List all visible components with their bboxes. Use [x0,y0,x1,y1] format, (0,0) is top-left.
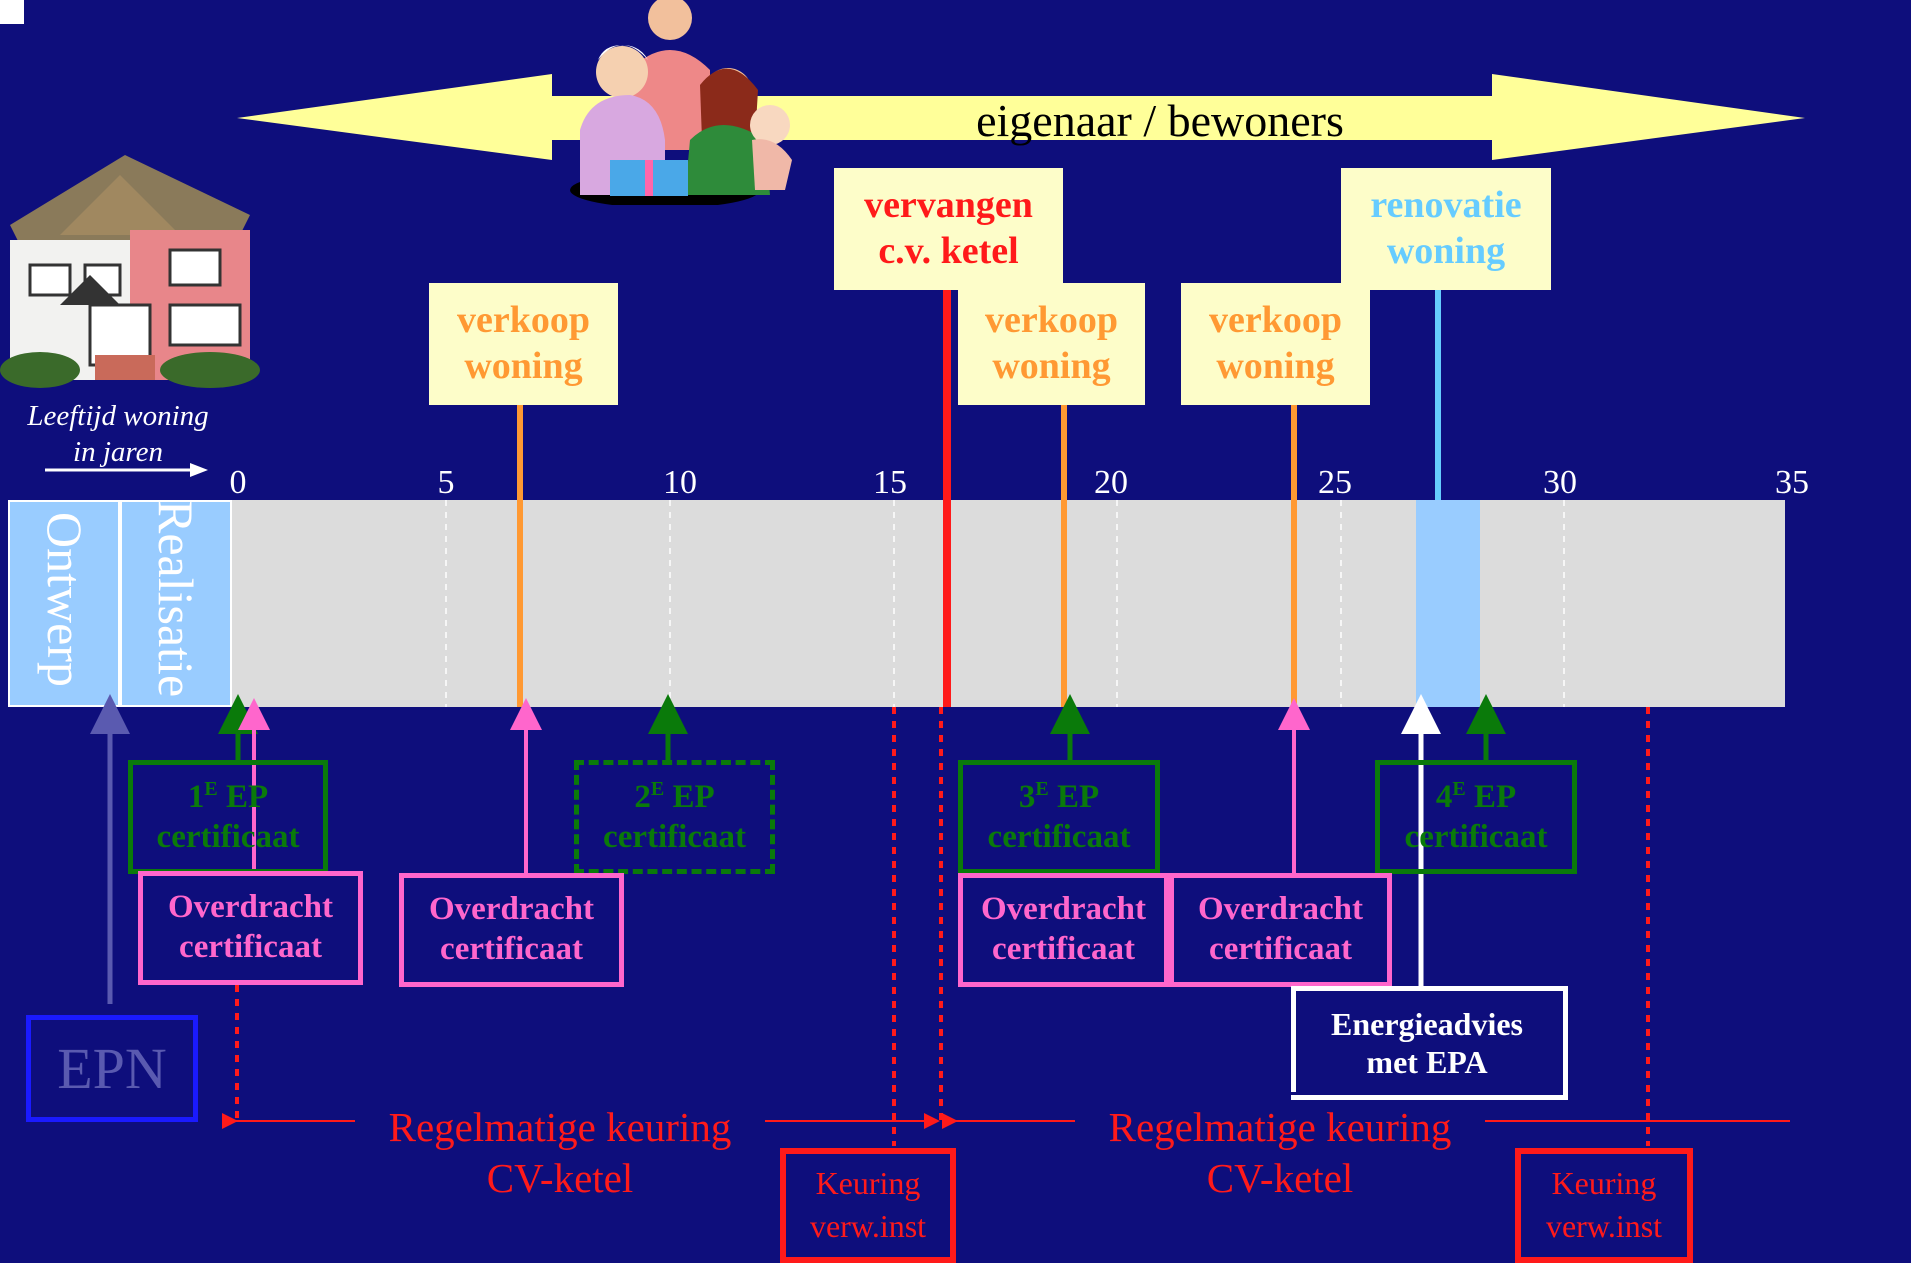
ep2-superscript: E [650,777,665,800]
ep1-suffix: EP [217,778,269,815]
event-sale-1: verkoop woning [429,283,618,405]
transfer3-line2: certificaat [992,931,1135,967]
event-boiler-line1: vervangen [864,184,1033,227]
ep2-line2: certificaat [603,818,746,855]
family-illustration [570,0,792,205]
transfer2-line1: Overdracht [429,891,594,928]
tick-label: 10 [663,464,697,501]
event-boiler-line2: c.v. ketel [878,230,1019,272]
energy-advice-left-edge [1291,986,1296,1092]
regular-right-line2: CV-ketel [1206,1155,1354,1202]
tick-label: 0 [229,464,247,501]
ep3-superscript: E [1035,777,1049,800]
ep4-line2: certificaat [1404,818,1548,855]
ep3-number: 3 [1018,778,1036,815]
regular-left-line1: Regelmatige keuring [388,1104,732,1150]
ep-certificate-2: 2E EP certificaat [574,760,775,874]
energy-advice-line2: met EPA [1366,1044,1488,1080]
house-illustration [0,155,260,388]
energy-advice-line1: Energieadvies [1331,1005,1523,1042]
ep1-line2: certificaat [156,818,300,855]
event-sale-1-line2: woning [464,345,583,387]
age-axis-label-line2: in jaren [73,436,163,469]
event-boiler-replacement: vervangen c.v. ketel [834,168,1063,290]
age-axis-label-line1: Leeftijd woning [27,400,209,432]
event-sale-3: verkoop woning [1181,283,1370,405]
transfer4-line2: certificaat [1209,931,1352,967]
event-renovation-line1: renovatie [1370,184,1522,227]
regular-inspection-right: Regelmatige keuring CV-ketel [1075,1102,1485,1205]
transfer2-line2: certificaat [440,931,583,967]
event-sale-2-line1: verkoop [985,299,1118,342]
energy-advice-box: Energieadvies met EPA [1291,986,1568,1100]
phase-design-label: Ontwerp [37,512,93,687]
transfer1-line1: Overdracht [168,889,333,926]
epn-box: EPN [26,1015,198,1122]
transfer-certificate-3: Overdracht certificaat [958,873,1169,987]
age-axis-label: Leeftijd woning in jaren [0,398,236,471]
inspection-left-line2: verw.inst [809,1208,927,1245]
transfer-certificate-2: Overdracht certificaat [399,873,624,987]
transfer1-line2: certificaat [179,929,322,965]
inspection-right-line1: Keuring [1551,1165,1657,1201]
event-renovation-line2: woning [1386,230,1506,272]
corner-mark [0,0,24,24]
tick-label: 5 [437,464,455,501]
ep3-suffix: EP [1048,778,1100,815]
phase-realisation-label: Realisatie [148,500,204,698]
tick-label: 30 [1543,464,1577,501]
transfer-certificate-4: Overdracht certificaat [1169,873,1392,987]
ep-certificate-1: 1E EP certificaat [128,760,328,874]
transfer3-line1: Overdracht [981,891,1146,928]
tick-label: 35 [1775,464,1809,501]
inspection-left-line1: Keuring [815,1165,921,1201]
tick-label: 25 [1318,464,1352,501]
tick-label: 15 [873,464,907,501]
ep2-suffix: EP [664,778,715,815]
ep2-number: 2 [634,778,651,815]
event-sale-2: verkoop woning [958,283,1145,405]
heating-inspection-right: Keuring verw.inst [1515,1148,1693,1263]
regular-inspection-left: Regelmatige keuring CV-ketel [355,1102,765,1205]
ep1-number: 1 [187,778,205,815]
event-renovation: renovatie woning [1341,168,1551,290]
arrow-label: eigenaar / bewoners [976,95,1344,146]
event-sale-3-line1: verkoop [1209,299,1342,342]
axis-label-arrow [45,463,208,477]
regular-left-line2: CV-ketel [486,1155,634,1202]
ep3-line2: certificaat [987,818,1131,855]
transfer4-line1: Overdracht [1198,891,1363,928]
event-sale-3-line2: woning [1216,345,1335,387]
ep4-suffix: EP [1465,778,1517,815]
transfer-certificate-1: Overdracht certificaat [138,871,363,985]
inspection-right-line2: verw.inst [1545,1208,1663,1245]
heating-inspection-left: Keuring verw.inst [780,1148,956,1263]
tick-label: 20 [1094,464,1128,501]
phase-design [8,500,120,707]
regular-right-line1: Regelmatige keuring [1108,1104,1452,1150]
phase-realisation [120,500,232,707]
renovation-period [1416,500,1480,707]
ep-certificate-3: 3E EP certificaat [958,760,1160,874]
ep4-superscript: E [1452,777,1466,800]
event-sale-2-line2: woning [992,345,1111,387]
ep1-superscript: E [204,777,218,800]
epn-label: EPN [57,1035,167,1101]
event-sale-1-line1: verkoop [457,299,590,342]
ep-certificate-4: 4E EP certificaat [1375,760,1577,874]
timeline-bar [232,500,1785,707]
ep4-number: 4 [1435,778,1453,815]
